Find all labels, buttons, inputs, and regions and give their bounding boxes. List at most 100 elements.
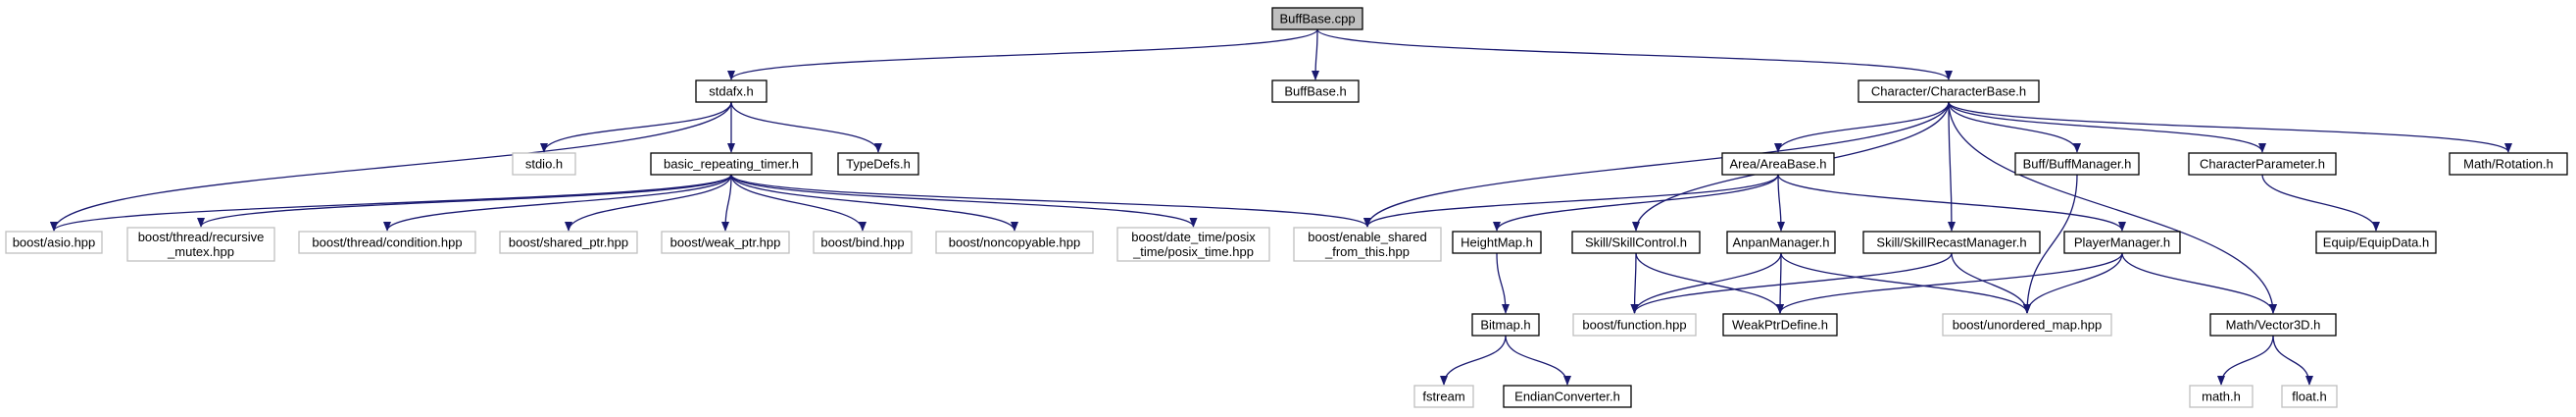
node-label: boost/noncopyable.hpp	[949, 235, 1080, 250]
node-playermanager-h[interactable]: PlayerManager.h	[2063, 231, 2181, 254]
node-box	[2188, 152, 2337, 176]
node-label: Bitmap.h	[1480, 318, 1530, 333]
node-label: TypeDefs.h	[846, 157, 911, 172]
node-box	[5, 231, 103, 254]
edge-vector3d-h-to-float-h	[2272, 335, 2313, 386]
node-math-h: math.h	[2189, 385, 2254, 408]
node-box	[2315, 231, 2437, 254]
edge-buffmanager-h-to-boost-unordered-map	[2023, 174, 2078, 314]
edge-skillrecast-h-to-boost-unordered-map	[1951, 252, 2031, 314]
node-box	[2281, 385, 2338, 408]
node-boost-noncopyable: boost/noncopyable.hpp	[935, 231, 1094, 254]
edge-basic-repeating-timer-h-to-boost-recursive-mutex	[197, 174, 732, 228]
edge-anpanmanager-h-to-boost-unordered-map	[1780, 252, 2031, 314]
edge-characterbase-h-to-boost-enable-shared	[1363, 101, 1950, 228]
node-boost-asio: boost/asio.hpp	[5, 231, 103, 254]
node-box	[499, 231, 638, 254]
node-basic-repeating-timer-h[interactable]: basic_repeating_timer.h	[650, 152, 813, 176]
node-label: Skill/SkillControl.h	[1585, 235, 1687, 250]
node-boost-bind: boost/bind.hpp	[813, 231, 913, 254]
node-skillcontrol-h[interactable]: Skill/SkillControl.h	[1571, 231, 1701, 254]
node-float-h: float.h	[2281, 385, 2338, 408]
node-boost-shared-ptr: boost/shared_ptr.hpp	[499, 231, 638, 254]
node-buffbase-h[interactable]: BuffBase.h	[1271, 79, 1360, 103]
node-label: boost/thread/condition.hpp	[312, 235, 462, 250]
node-bitmap-h[interactable]: Bitmap.h	[1471, 313, 1540, 337]
node-label: boost/unordered_map.hpp	[1953, 318, 2103, 333]
node-label: boost/asio.hpp	[13, 235, 96, 250]
node-box	[298, 231, 476, 254]
node-label: fstream	[1422, 390, 1464, 404]
node-characterbase-h[interactable]: Character/CharacterBase.h	[1858, 79, 2040, 103]
node-label: WeakPtrDefine.h	[1732, 318, 1828, 333]
node-box	[813, 231, 913, 254]
node-vector3d-h[interactable]: Math/Vector3D.h	[2209, 313, 2337, 337]
node-areabase-h[interactable]: Area/AreaBase.h	[1721, 152, 1835, 176]
edge-buffbase-cpp-to-buffbase-h	[1312, 28, 1320, 80]
edge-characterbase-h-to-rotation-h	[1948, 101, 2512, 153]
edge-skillrecast-h-to-boost-function	[1630, 252, 1953, 314]
node-boost-posix-time: boost/date_time/posix_time/posix_time.hp…	[1116, 227, 1270, 262]
node-label: basic_repeating_timer.h	[664, 157, 799, 172]
edge-playermanager-h-to-weakptrdefine-h	[1776, 252, 2123, 314]
edge-basic-repeating-timer-h-to-boost-condition	[383, 174, 732, 232]
node-buffmanager-h[interactable]: Buff/BuffManager.h	[2014, 152, 2140, 176]
edge-characterbase-h-to-buffmanager-h	[1948, 101, 2081, 153]
node-box	[1726, 231, 1836, 254]
edge-areabase-h-to-playermanager-h	[1777, 174, 2126, 232]
node-label: Character/CharacterBase.h	[1871, 84, 2026, 99]
node-label: Skill/SkillRecastManager.h	[1876, 235, 2026, 250]
node-label: _time/posix_time.hpp	[1132, 244, 1254, 259]
node-label: PlayerManager.h	[2074, 235, 2170, 250]
node-box	[2449, 152, 2568, 176]
node-box	[1452, 231, 1542, 254]
node-box	[1858, 79, 2040, 103]
node-label: boost/function.hpp	[1582, 318, 1686, 333]
edge-bitmap-h-to-fstream	[1440, 335, 1507, 386]
edge-anpanmanager-h-to-boost-function	[1630, 252, 1782, 314]
node-label: BuffBase.h	[1284, 84, 1346, 99]
node-label: CharacterParameter.h	[2200, 157, 2325, 172]
node-label: HeightMap.h	[1461, 235, 1533, 250]
edge-basic-repeating-timer-h-to-boost-weak-ptr	[721, 174, 732, 232]
node-stdafx-h[interactable]: stdafx.h	[695, 79, 768, 103]
node-label: boost/weak_ptr.hpp	[670, 235, 781, 250]
node-label: _mutex.hpp	[167, 244, 234, 259]
node-box	[1572, 313, 1697, 337]
node-boost-weak-ptr: boost/weak_ptr.hpp	[661, 231, 790, 254]
node-skillrecast-h[interactable]: Skill/SkillRecastManager.h	[1862, 231, 2041, 254]
node-box	[1413, 385, 1474, 408]
node-box	[1293, 227, 1442, 262]
edge-basic-repeating-timer-h-to-boost-noncopyable	[730, 174, 1018, 232]
edge-anpanmanager-h-to-weakptrdefine-h	[1776, 252, 1785, 314]
node-anpanmanager-h[interactable]: AnpanManager.h	[1726, 231, 1836, 254]
node-boost-function: boost/function.hpp	[1572, 313, 1697, 337]
node-box	[2209, 313, 2337, 337]
node-heightmap-h[interactable]: HeightMap.h	[1452, 231, 1542, 254]
node-buffbase-cpp[interactable]: BuffBase.cpp	[1271, 7, 1363, 30]
edge-basic-repeating-timer-h-to-boost-posix-time	[730, 174, 1198, 228]
node-typedefs-h[interactable]: TypeDefs.h	[837, 152, 919, 176]
edge-vector3d-h-to-math-h	[2217, 335, 2274, 386]
node-weakptrdefine-h[interactable]: WeakPtrDefine.h	[1722, 313, 1838, 337]
edge-heightmap-h-to-bitmap-h	[1496, 252, 1510, 314]
node-box	[126, 227, 275, 262]
edge-bitmap-h-to-endianconverter-h	[1505, 335, 1571, 386]
node-box	[1721, 152, 1835, 176]
node-label: boost/date_time/posix	[1131, 230, 1256, 244]
node-label: AnpanManager.h	[1732, 235, 1829, 250]
node-label: Area/AreaBase.h	[1729, 157, 1826, 172]
node-characterparameter-h[interactable]: CharacterParameter.h	[2188, 152, 2337, 176]
node-layer: BuffBase.cpp stdafx.h BuffBase.h Character/…	[5, 7, 2568, 408]
node-box	[935, 231, 1094, 254]
node-stdio-h: stdio.h	[512, 152, 576, 176]
node-label: math.h	[2202, 390, 2241, 404]
edge-buffbase-cpp-to-stdafx-h	[727, 28, 1318, 80]
node-endianconverter-h[interactable]: EndianConverter.h	[1503, 385, 1632, 408]
node-label: boost/enable_shared	[1308, 230, 1426, 244]
node-box	[1862, 231, 2041, 254]
node-box	[2014, 152, 2140, 176]
node-rotation-h[interactable]: Math/Rotation.h	[2449, 152, 2568, 176]
node-equipdata-h[interactable]: Equip/EquipData.h	[2315, 231, 2437, 254]
